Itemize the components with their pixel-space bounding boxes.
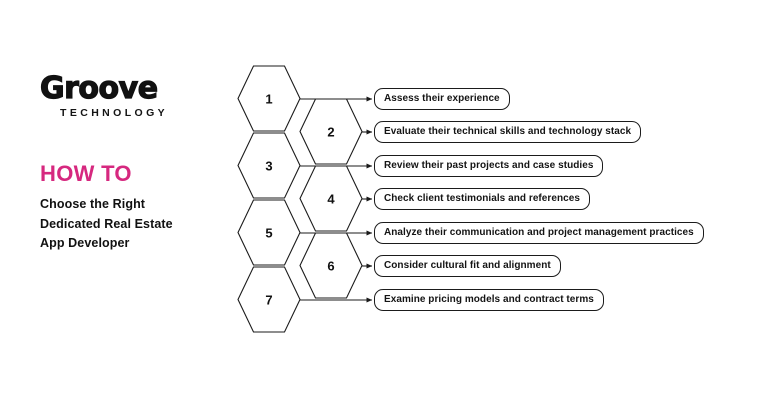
logo-wordmark: Groove: [39, 71, 158, 106]
page-title-line-1: Choose the Right: [40, 197, 146, 211]
step-label-text-1: Assess their experience: [384, 93, 500, 104]
hexagon-number-4: 4: [327, 192, 335, 207]
step-label-text-2: Evaluate their technical skills and tech…: [384, 126, 632, 137]
step-label-2[interactable]: Evaluate their technical skills and tech…: [374, 121, 642, 143]
hexagon-number-6: 6: [327, 259, 334, 274]
hexagon-step-3[interactable]: 3: [237, 132, 301, 199]
page-title-line-3: App Developer: [40, 236, 130, 250]
page-title: Choose the Right Dedicated Real Estate A…: [40, 195, 230, 254]
hexagon-step-7[interactable]: 7: [237, 266, 301, 333]
hexagon-number-1: 1: [265, 92, 272, 107]
step-label-4[interactable]: Check client testimonials and references: [374, 188, 590, 210]
connector-group: [300, 96, 373, 303]
title-block: Groove TECHNOLOGY HOW TO Choose the Righ…: [39, 71, 230, 254]
hexagon-step-4[interactable]: 4: [299, 165, 363, 232]
step-label-text-5: Analyze their communication and project …: [384, 227, 694, 238]
step-label-5[interactable]: Analyze their communication and project …: [374, 222, 704, 244]
step-label-3[interactable]: Review their past projects and case stud…: [374, 155, 604, 177]
eyebrow-how-to: HOW TO: [40, 161, 132, 186]
step-label-7[interactable]: Examine pricing models and contract term…: [374, 289, 604, 311]
step-label-1[interactable]: Assess their experience: [374, 88, 510, 110]
hexagon-step-5[interactable]: 5: [237, 199, 301, 266]
step-label-text-4: Check client testimonials and references: [384, 193, 580, 204]
hexagon-number-2: 2: [327, 125, 334, 140]
page-title-line-2: Dedicated Real Estate: [40, 216, 173, 231]
step-label-6[interactable]: Consider cultural fit and alignment: [374, 255, 561, 277]
hexagon-step-1[interactable]: 1: [237, 65, 301, 132]
hexagon-number-7: 7: [265, 293, 272, 308]
hexagon-step-6[interactable]: 6: [299, 232, 363, 299]
hexagon-group: 1 2 3 4 5: [237, 65, 363, 333]
logo-tagline: TECHNOLOGY: [60, 107, 169, 119]
step-label-text-3: Review their past projects and case stud…: [384, 160, 594, 171]
groove-technology-logo: Groove TECHNOLOGY: [39, 71, 180, 124]
step-label-text-7: Examine pricing models and contract term…: [384, 294, 594, 305]
step-label-text-6: Consider cultural fit and alignment: [384, 260, 551, 271]
hexagon-number-5: 5: [265, 226, 272, 241]
hexagon-step-2[interactable]: 2: [299, 98, 363, 165]
hexagon-number-3: 3: [265, 159, 272, 174]
